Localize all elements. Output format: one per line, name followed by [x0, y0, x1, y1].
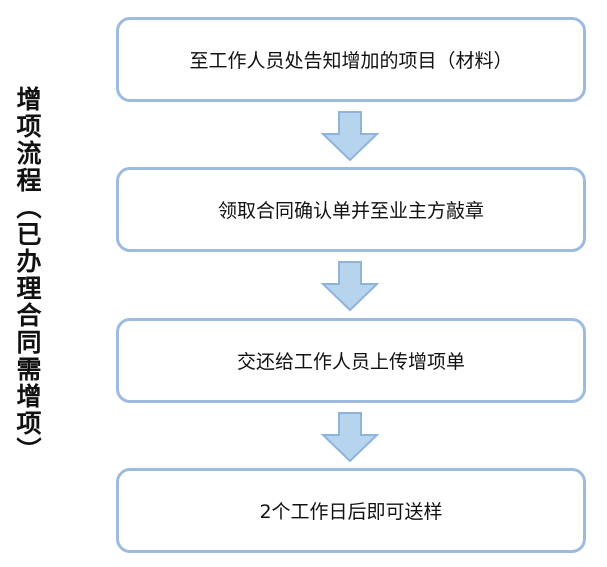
step-label-4: 2个工作日后即可送样: [259, 501, 443, 523]
step-label-3: 交还给工作人员上传增项单: [236, 351, 465, 373]
step-box-1: 至工作人员处告知增加的项目（材料）: [116, 17, 586, 102]
step-box-2: 领取合同确认单并至业主方敲章: [116, 167, 586, 252]
flow-title: 增项流程（已办理合同需增项）: [13, 86, 42, 464]
step-label-1: 至工作人员处告知增加的项目（材料）: [189, 50, 513, 72]
down-arrow-icon: [320, 412, 380, 463]
step-box-3: 交还给工作人员上传增项单: [116, 318, 586, 403]
step-box-4: 2个工作日后即可送样: [116, 468, 586, 553]
step-label-2: 领取合同确认单并至业主方敲章: [217, 200, 484, 222]
down-arrow-icon: [320, 111, 380, 162]
down-arrow-icon: [320, 261, 380, 312]
